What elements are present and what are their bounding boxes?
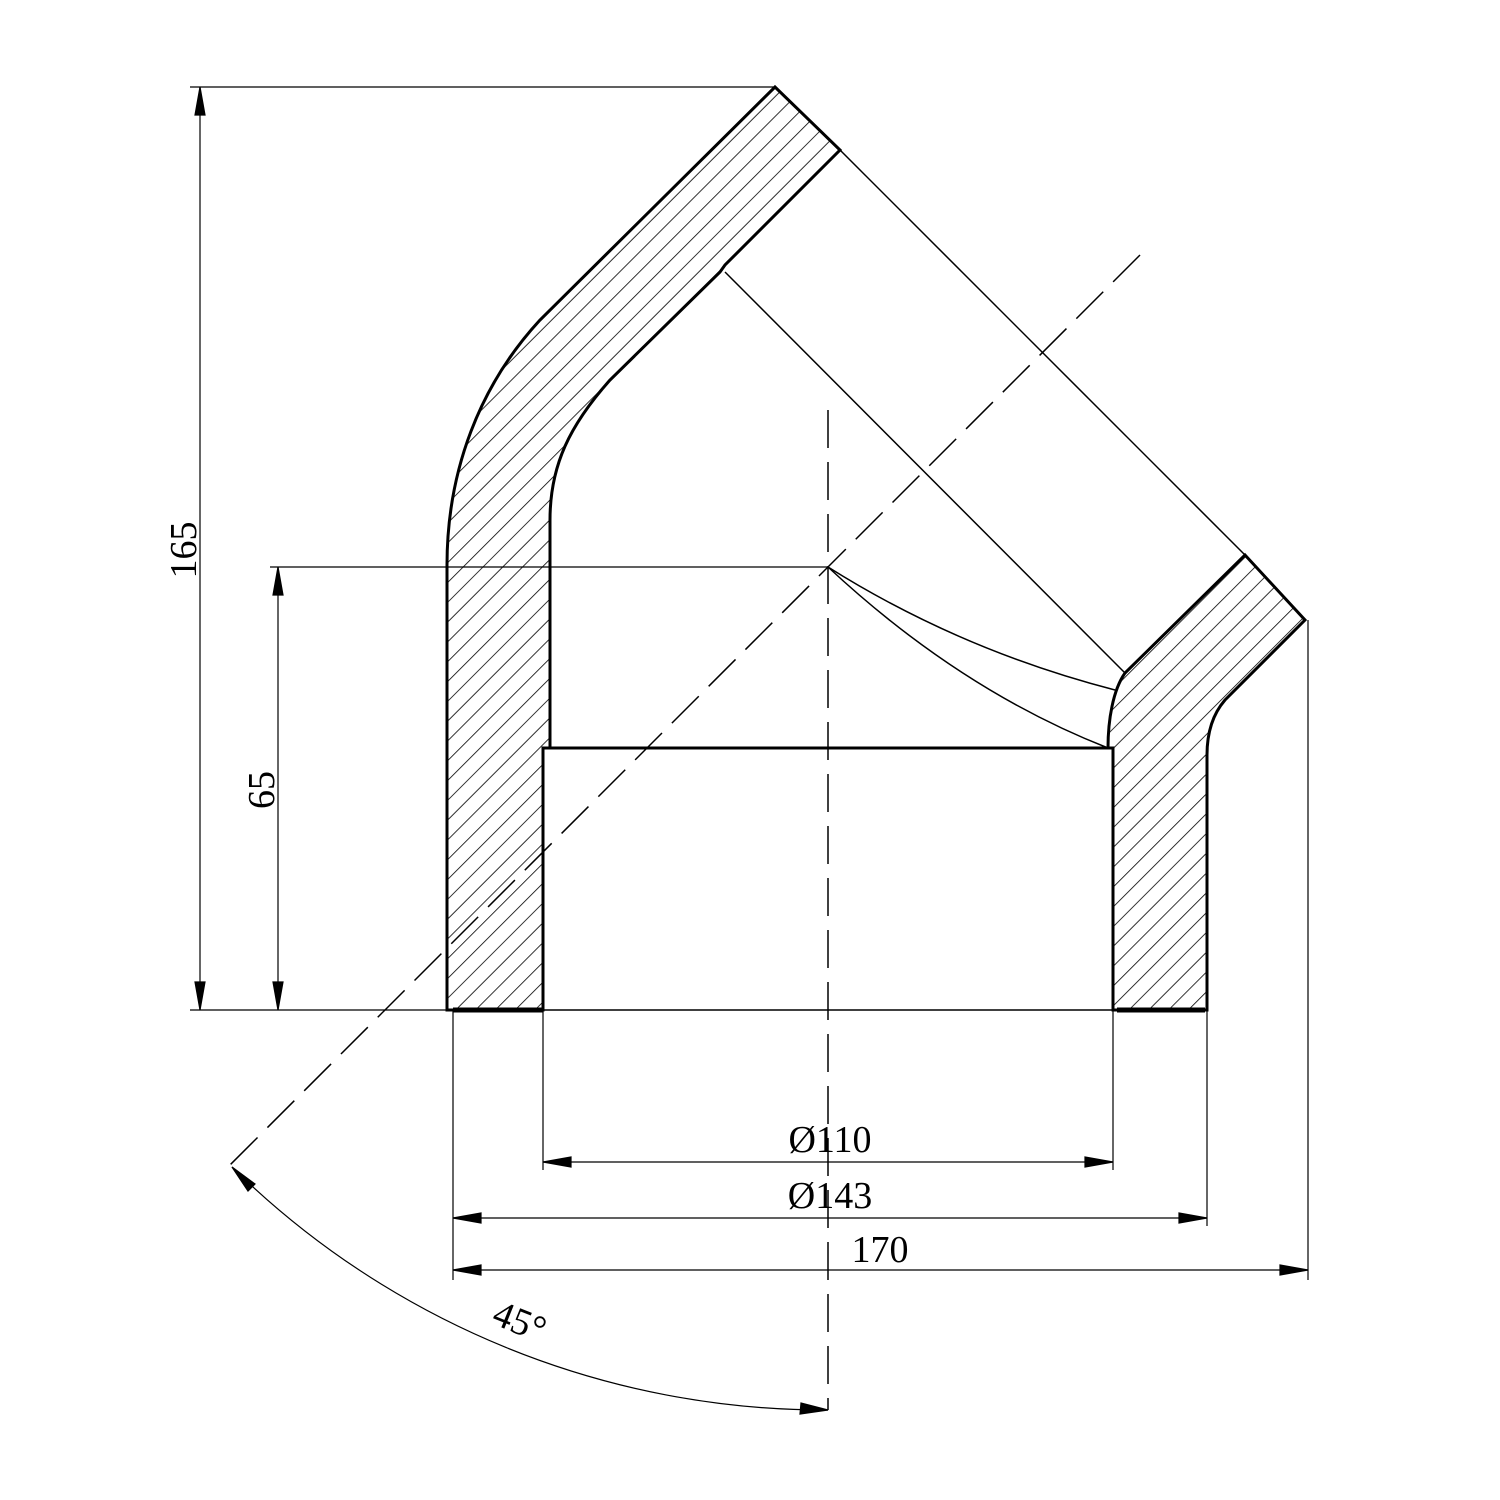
centerlines (229, 254, 1141, 1410)
diagonal-centerline (229, 254, 1141, 1166)
extension-lines (190, 86, 1309, 1280)
dim-inner-diameter: Ø110 (788, 1119, 871, 1161)
dim-overall-height: 165 (163, 522, 205, 579)
dim-outer-diameter: Ø143 (788, 1175, 872, 1217)
dim-overall-width: 170 (852, 1229, 909, 1271)
dim-angle: 45° (487, 1292, 552, 1351)
dim-socket-depth: 65 (241, 771, 283, 809)
dimension-lines (194, 86, 1309, 1415)
right-wall-section (1106, 552, 1308, 1012)
left-wall-section (445, 84, 843, 1012)
